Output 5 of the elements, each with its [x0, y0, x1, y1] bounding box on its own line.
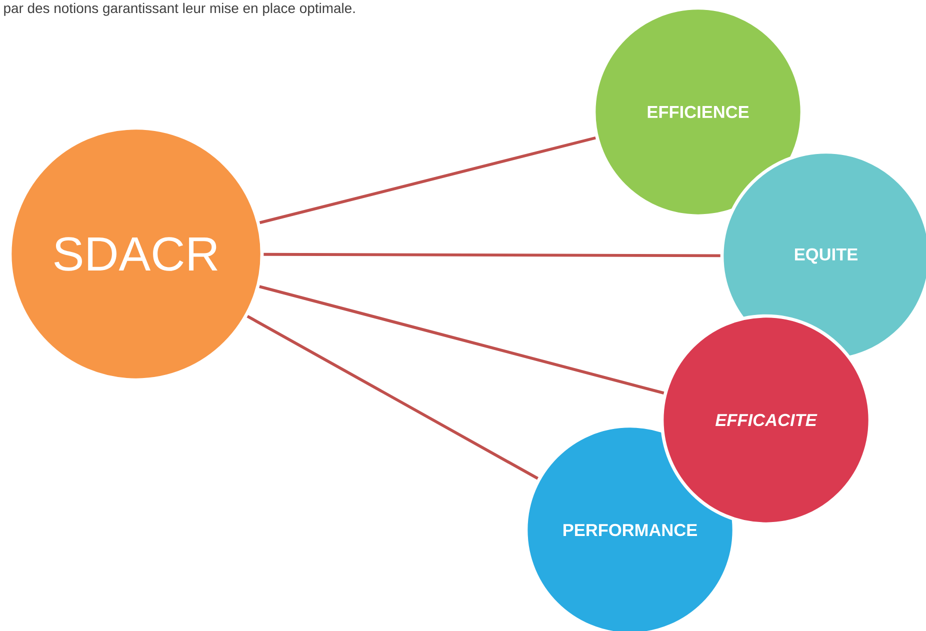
caption-text: par des notions garantissant leur mise en place optimale. [4, 2, 355, 16]
connector-line [259, 285, 664, 394]
connector-line [259, 136, 596, 224]
connector-line [264, 252, 720, 258]
connector-line [246, 314, 538, 480]
